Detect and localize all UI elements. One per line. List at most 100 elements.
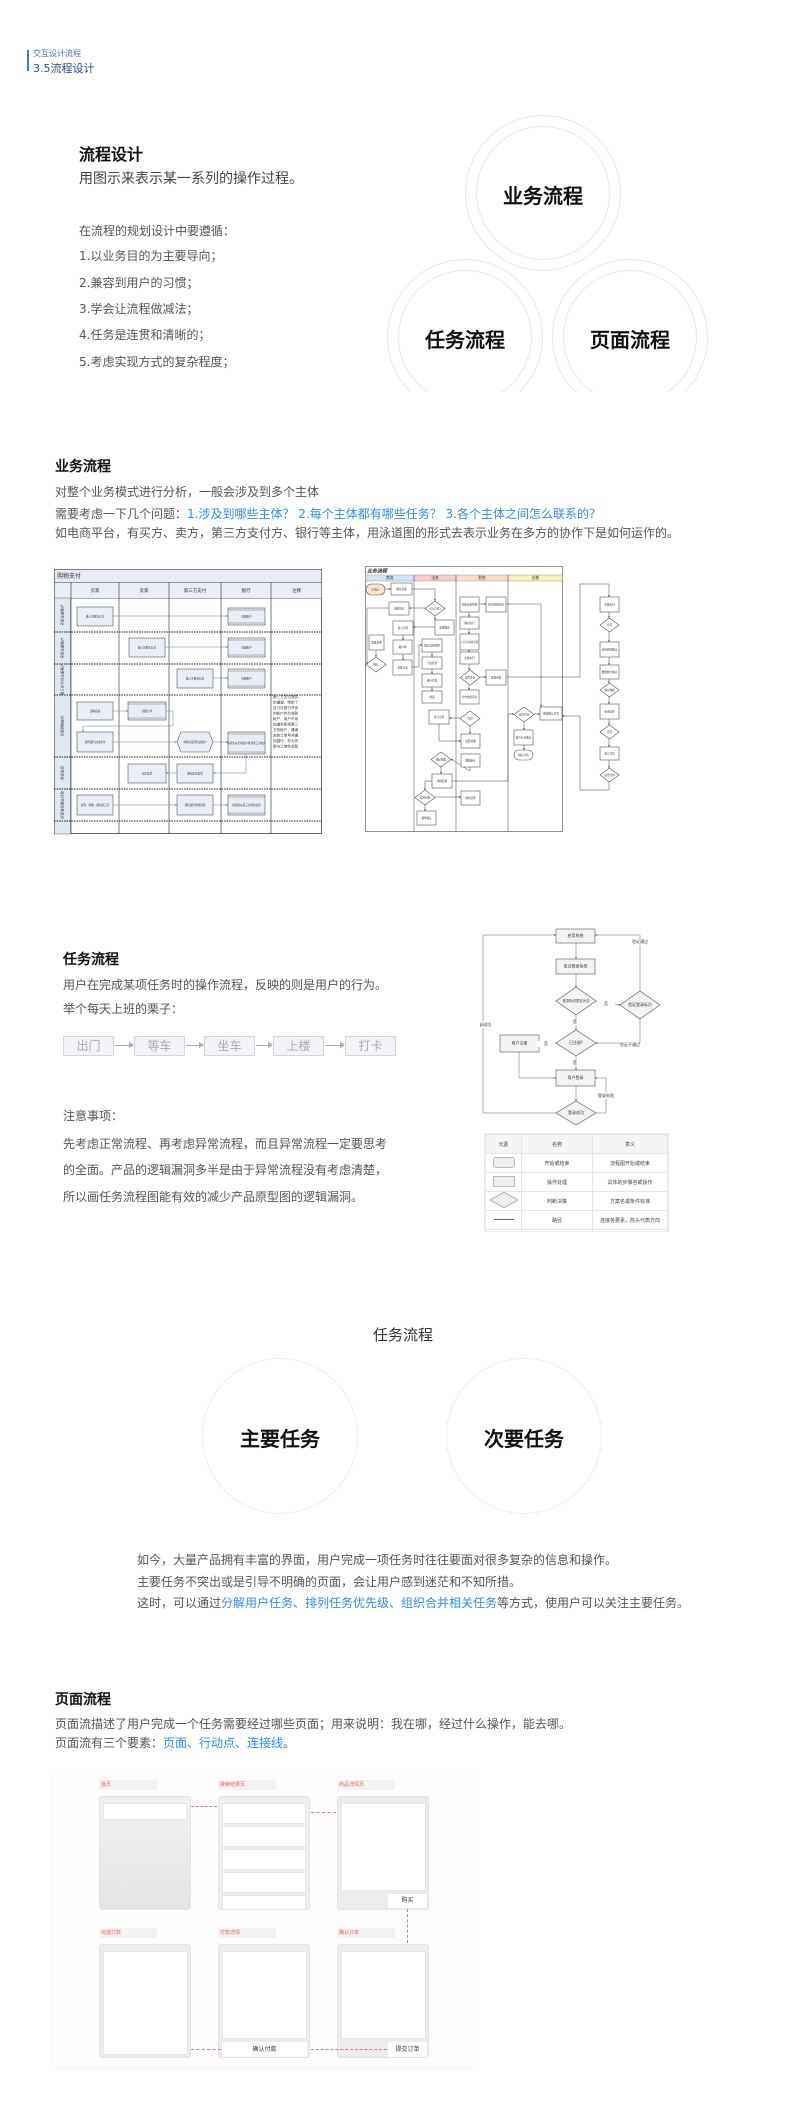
node-label: 结算审批 <box>420 796 431 800</box>
page-label-home: 首页 <box>99 1780 157 1790</box>
node-label: 确认付款 <box>518 753 529 757</box>
connector-line <box>407 1909 408 1943</box>
flow-node-label: 验证登录标识 <box>628 1001 652 1007</box>
process-node <box>421 638 443 653</box>
process-node <box>460 733 481 749</box>
lane-label: 买家收货确认付款 <box>60 791 65 819</box>
node-label: 是否达标 <box>465 676 476 680</box>
process-node <box>76 731 114 753</box>
diamond-icon <box>488 1191 519 1209</box>
arrow-head <box>618 1003 620 1006</box>
step-go-out: 出门 <box>63 1036 114 1056</box>
node-label: 确认执行 <box>464 621 475 625</box>
node-label: 邮件确认 <box>421 816 432 820</box>
intro-title: 流程设计 <box>79 145 144 164</box>
confirm-payment-button[interactable]: 确认付款 <box>222 2042 307 2057</box>
cross-functional-diagram: 业务流程商务法务财务总裁CP接入确认需求可以合作?沟通协议需求确定签订合同需求说… <box>365 566 620 832</box>
node-label: 确认需求 <box>396 587 407 591</box>
process-node <box>227 607 266 626</box>
arrow-head <box>608 745 610 747</box>
step-wait-bus: 等车 <box>134 1036 185 1056</box>
payment-detail-content <box>222 1951 307 2039</box>
note-line: 知道卖家或第三 <box>273 722 299 727</box>
page-label-payment-done: 完成付款 <box>99 1928 157 1938</box>
node-label: 审批执行 <box>604 603 615 607</box>
note-line: 自己在银行开设 <box>273 705 299 710</box>
process-node <box>513 729 534 746</box>
node-label: 需求说明 <box>371 641 382 645</box>
task-types-title: 任务流程 <box>372 1326 433 1344</box>
swimlane-title: 购物支付 <box>57 572 81 580</box>
process-node <box>539 706 563 721</box>
process-node <box>127 701 167 721</box>
result-item <box>222 1895 306 1910</box>
flow-types-diagram: 业务流程 任务流程 页面流程 <box>0 0 800 392</box>
submit-order-button[interactable]: 提交订单 <box>388 2042 427 2057</box>
terminal-node <box>513 749 534 761</box>
process-node <box>459 689 480 705</box>
node-label: 确认数据 <box>436 758 447 762</box>
node-label: 选购商品 <box>90 709 101 713</box>
legend-name: 判断决策 <box>521 1191 593 1211</box>
crossflow-title: 业务流程 <box>367 568 388 575</box>
arrow-head <box>575 1068 577 1070</box>
legend-name: 路径 <box>521 1210 593 1230</box>
note-line: 的通道，绑定了 <box>273 700 299 705</box>
node-label: 测试 <box>429 695 435 699</box>
legend-row: 判断决策方案名或条件标准 <box>485 1191 668 1211</box>
arrow-head <box>226 741 228 743</box>
arrow-head <box>468 688 470 690</box>
node-label: 创建订单 <box>142 709 153 713</box>
decision-node <box>599 682 620 698</box>
arrow-head <box>608 723 610 725</box>
edge-label: 是 <box>573 1018 577 1024</box>
edge-label-bg <box>621 1042 639 1048</box>
edge-label: 验证不通过 <box>620 1041 640 1047</box>
process-node <box>127 763 167 784</box>
process-node <box>76 794 114 816</box>
connector-line <box>562 715 610 791</box>
node-label: 报价单 <box>399 645 407 649</box>
process-node <box>599 596 620 613</box>
node-label: 输入注册等信息 <box>138 646 157 650</box>
node-label: 数据统计确认 <box>602 670 618 674</box>
process-node <box>416 810 437 826</box>
page-confirm-order: 提交订单 <box>337 1944 429 2058</box>
edge-label-bg <box>631 939 649 945</box>
page-flow-line1: 页面流描述了用户完成一个任务需要经过哪些页面；用来说明：我在哪，经过什么操作，能… <box>55 1717 572 1731</box>
node-label: 总裁审批 <box>491 676 502 680</box>
notes-line: 的全面。产品的逻辑漏洞多半是由于异常流程没有考虑清楚， <box>63 1163 388 1177</box>
process-node <box>392 659 413 676</box>
node-label: 合同 <box>467 717 473 721</box>
edge-label: 验证通过 <box>632 938 648 944</box>
lane-label-column <box>54 597 71 835</box>
intro-item: 3.学会让流程做减法； <box>79 302 199 316</box>
swimlane-header-row <box>54 582 322 599</box>
flow-node-label: 启用系统 <box>568 932 584 938</box>
buy-button[interactable]: 购买 <box>388 1894 427 1908</box>
legend-row: 操作处理具体的步骤名或操作 <box>485 1172 668 1192</box>
node-label: 下达任务 <box>427 661 438 665</box>
node-label: 数据确认开票 <box>543 712 559 716</box>
arrow-head <box>424 788 426 790</box>
arrow-head <box>595 934 597 936</box>
legend-header: 意义 <box>592 1134 668 1154</box>
notes-line: 先考虑正常流程、再考虑异常流程，而且异常流程一定要思考 <box>63 1137 388 1151</box>
node-label: 通知银行划转货款 <box>185 803 206 807</box>
connector-line <box>518 1052 556 1079</box>
circle-business-flow: 业务流程 <box>503 184 583 208</box>
node-label: 通知卖家发货 <box>187 772 203 776</box>
node-label: 财务结算 <box>465 796 476 800</box>
arrow-head <box>484 676 486 678</box>
business-questions: 1.涉及到哪些主体？ 2.每个主体都有哪些任务？ 3.各个主体之间怎么联系的？ <box>187 507 601 521</box>
business-line2: 需要考虑一下几个问题：1.涉及到哪些主体？ 2.每个主体都有哪些任务？ 3.各个… <box>55 505 601 522</box>
business-title: 业务流程 <box>55 459 111 475</box>
swimlane-diagram: 购物支付买家卖家第三方支付银行注释买家注册账户卖家注册账户第三方平台注册账户买家… <box>54 569 322 835</box>
edge-label: 否 <box>544 1041 548 1046</box>
arrow-head <box>608 702 610 704</box>
business-line2-prefix: 需要考虑一下几个问题： <box>55 507 188 521</box>
process-node <box>555 958 596 975</box>
column-header: 第三方支付 <box>184 587 207 594</box>
process-node <box>555 1069 596 1087</box>
intro-lead: 在流程的规划设计中要遵循： <box>79 224 236 238</box>
